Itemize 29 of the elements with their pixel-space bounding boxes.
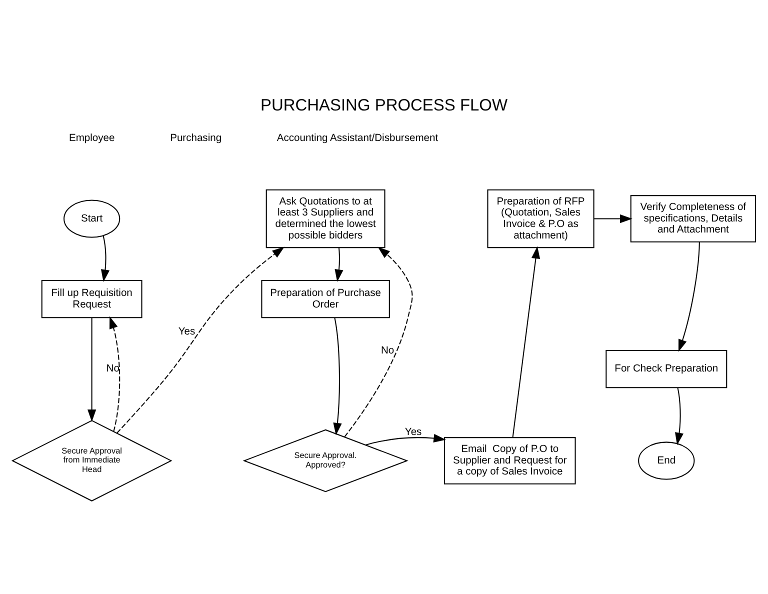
edge-label: Yes [178, 326, 196, 338]
arrow [334, 248, 344, 282]
node-box: Fill up Requisition Request [41, 280, 142, 318]
arrow [333, 318, 342, 436]
node-box: Ask Quotations to at least 3 Suppliers and determined the lowest possible bidders [266, 189, 386, 248]
edge-label: No [380, 346, 394, 357]
arrow [678, 242, 700, 352]
arrow [594, 214, 632, 224]
label: Employee [68, 133, 115, 144]
diagram-title: PURCHASING PROCESS FLOW [260, 96, 508, 114]
node-ellipse: Start [64, 200, 120, 238]
node-diamond: Secure Approval from Immediate Head [11, 420, 172, 502]
arrow [88, 318, 96, 422]
arrow [344, 246, 413, 438]
arrow [675, 388, 684, 446]
node-box: Email Copy of P.O to Supplier and Request for a copy of Sales Invoice [444, 437, 576, 484]
node-ellipse: End [638, 442, 695, 480]
label: Purchasing [170, 133, 222, 144]
arrow [116, 246, 284, 434]
arrow [512, 246, 540, 438]
node-box: Preparation of Purchase Order [261, 280, 390, 318]
node-box: For Check Preparation [606, 350, 728, 388]
node-box: Preparation of RFP (Quotation, Sales Invoice & P.O as attachment) [487, 189, 594, 248]
arrow [365, 434, 446, 446]
edge-label: No [106, 364, 120, 375]
arrow [109, 316, 120, 432]
arrow [100, 236, 110, 282]
node-box: Verify Completeness of specifications, Details and Attachment [630, 195, 756, 242]
label: Accounting Assistant/Disbursement [276, 133, 438, 144]
